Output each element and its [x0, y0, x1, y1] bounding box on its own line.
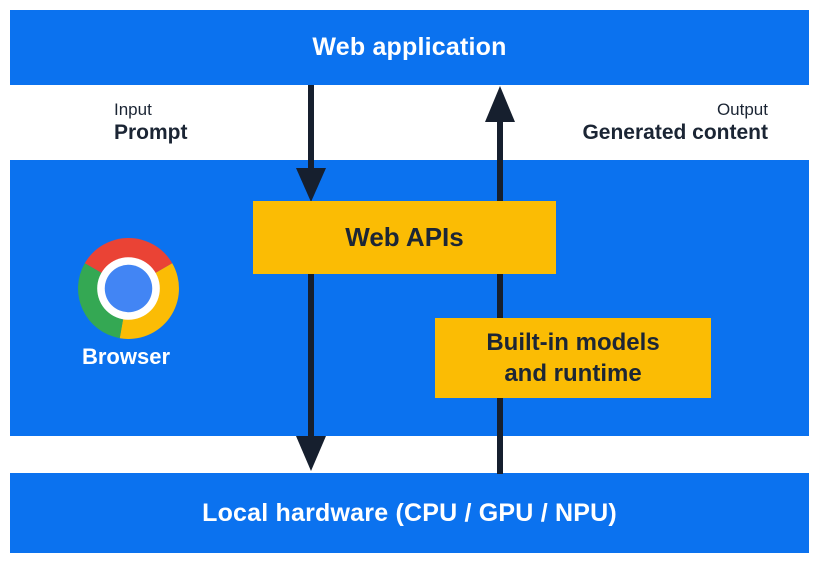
web-application-label: Web application [312, 33, 507, 61]
local-hardware-bar: Local hardware (CPU / GPU / NPU) [10, 473, 809, 553]
input-labels: Input Prompt [114, 100, 188, 145]
browser-label: Browser [81, 344, 171, 369]
web-apis-label: Web APIs [345, 222, 464, 252]
output-labels: Output Generated content [582, 100, 768, 145]
local-hardware-label: Local hardware (CPU / GPU / NPU) [202, 499, 617, 527]
builtin-models-label-line1: Built-in models [486, 329, 660, 356]
output-title: Output [716, 100, 768, 119]
builtin-models-box: Built-in models and runtime [435, 318, 711, 398]
web-application-bar: Web application [10, 10, 809, 85]
output-value-generated-content: Generated content [582, 121, 768, 144]
chrome-logo-icon [78, 238, 179, 339]
input-value-prompt: Prompt [114, 121, 188, 144]
web-apis-box: Web APIs [253, 201, 556, 274]
input-title: Input [114, 100, 152, 119]
builtin-models-label-line2: and runtime [504, 360, 642, 387]
